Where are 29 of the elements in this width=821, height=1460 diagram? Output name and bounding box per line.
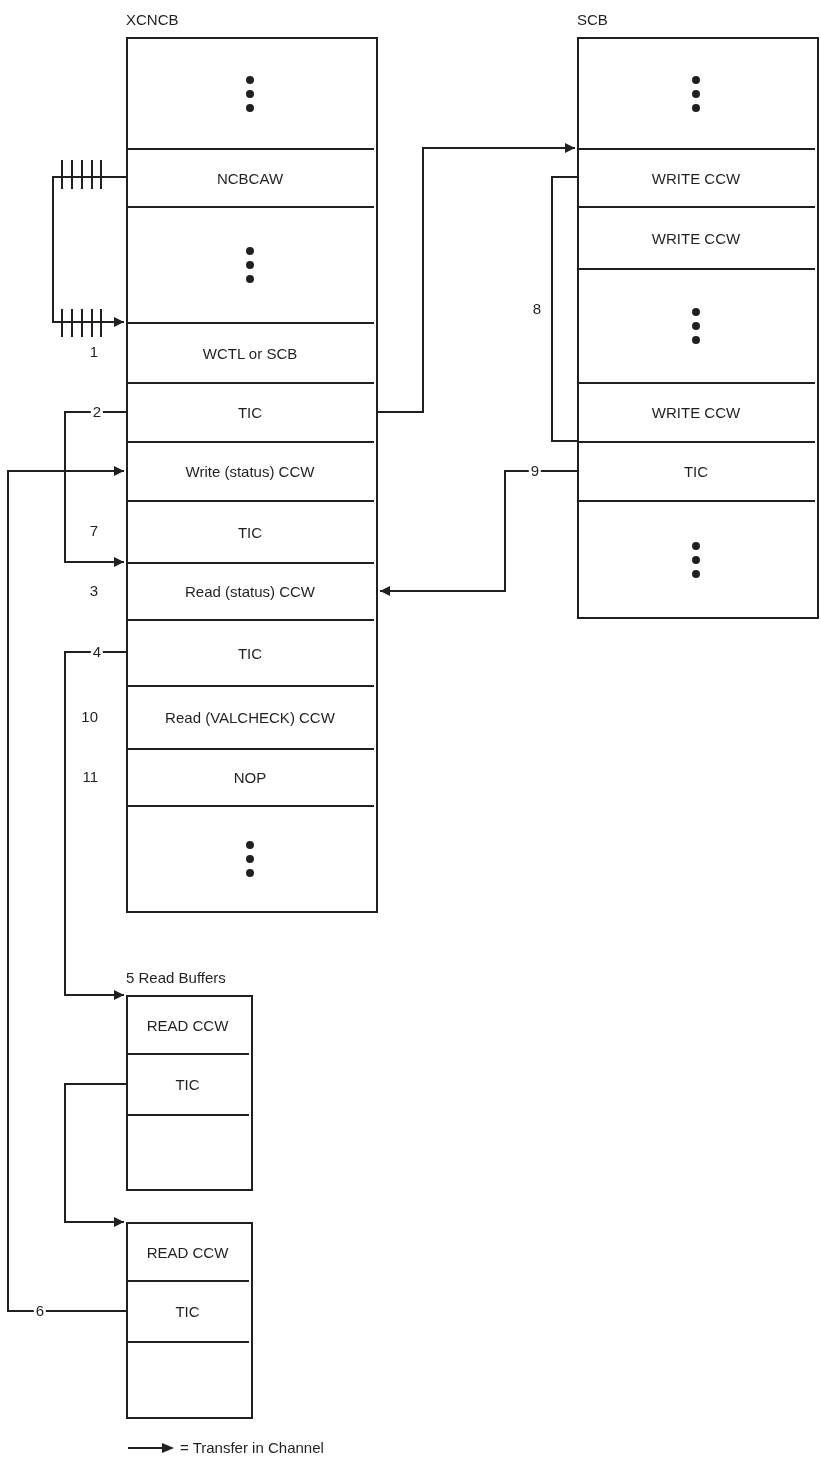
connector-line bbox=[551, 176, 578, 442]
memory-cell: TIC bbox=[126, 1053, 249, 1114]
memory-cell: WRITE CCW bbox=[577, 382, 815, 441]
connector-arrow bbox=[7, 466, 127, 1312]
connector-arrow bbox=[377, 143, 576, 413]
memory-cell: TIC bbox=[577, 441, 815, 500]
connector-arrow bbox=[64, 411, 127, 567]
memory-cell: WCTL or SCB bbox=[126, 322, 374, 382]
memory-cell: Read (status) CCW bbox=[126, 562, 374, 619]
memory-cell: NCBCAW bbox=[126, 148, 374, 206]
memory-cell: READ CCW bbox=[126, 997, 249, 1053]
memory-cell: READ CCW bbox=[126, 1224, 249, 1280]
block-title: 5 Read Buffers bbox=[126, 969, 226, 987]
memory-cell: TIC bbox=[126, 500, 374, 562]
memory-cell: Write (status) CCW bbox=[126, 441, 374, 500]
connector-arrow bbox=[379, 470, 578, 596]
memory-cell: Read (VALCHECK) CCW bbox=[126, 685, 374, 748]
memory-cell: TIC bbox=[126, 1280, 249, 1341]
memory-cell: WRITE CCW bbox=[577, 206, 815, 268]
memory-cell: TIC bbox=[126, 382, 374, 441]
block-title: XCNCB bbox=[126, 11, 179, 29]
block-title: SCB bbox=[577, 11, 608, 29]
memory-cell: TIC bbox=[126, 619, 374, 685]
connector-arrow bbox=[64, 651, 127, 1000]
memory-cell: WRITE CCW bbox=[577, 148, 815, 206]
connector-arrow bbox=[52, 176, 127, 327]
legend-text: = Transfer in Channel bbox=[180, 1439, 324, 1457]
connector-arrow bbox=[64, 1083, 127, 1227]
memory-cell: NOP bbox=[126, 748, 374, 805]
